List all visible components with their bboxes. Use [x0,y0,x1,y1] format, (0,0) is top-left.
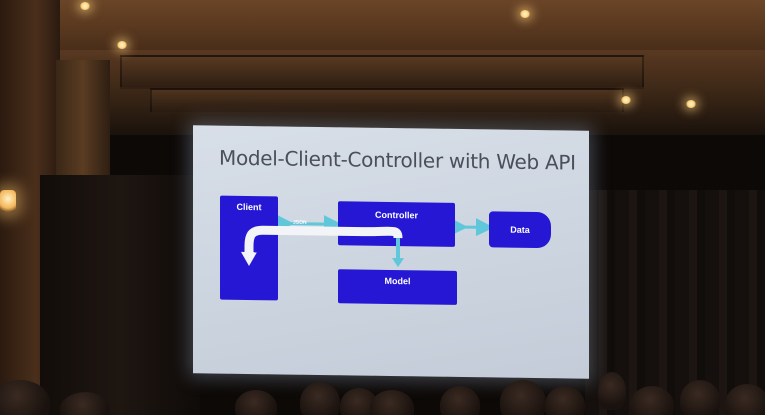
projection-screen: Model-Client-Controller with Web API Cli… [193,125,589,379]
audience-head [0,380,50,415]
left-drape [40,175,200,415]
wall-sconce [0,190,16,212]
audience-head [440,386,480,415]
ceiling-light [117,41,127,49]
audience-head [598,372,626,410]
model-flow-arrowhead [392,258,404,268]
return-flow-arrowhead [241,251,257,267]
audience-silhouettes [0,360,765,415]
audience-head [300,382,340,415]
ceiling-light [621,96,631,104]
ceiling-band [0,0,765,50]
ceiling-light [80,2,90,10]
ceiling [0,0,765,135]
audience-head [725,384,765,415]
ceiling-coffer [150,88,624,114]
ceiling-light [520,10,530,18]
client-controller-arrow [276,214,342,234]
audience-head [545,386,585,415]
ceiling-coffer [120,55,644,89]
audience-head [235,390,277,415]
ceiling-light [686,100,696,108]
audience-head [60,392,110,415]
architecture-diagram [276,214,494,237]
audience-head [630,386,674,415]
audience-head [680,380,720,415]
audience-head [500,380,546,415]
return-flow-arrow [244,225,403,255]
audience-head [370,390,414,415]
flow-arrow-overlay [241,225,404,268]
